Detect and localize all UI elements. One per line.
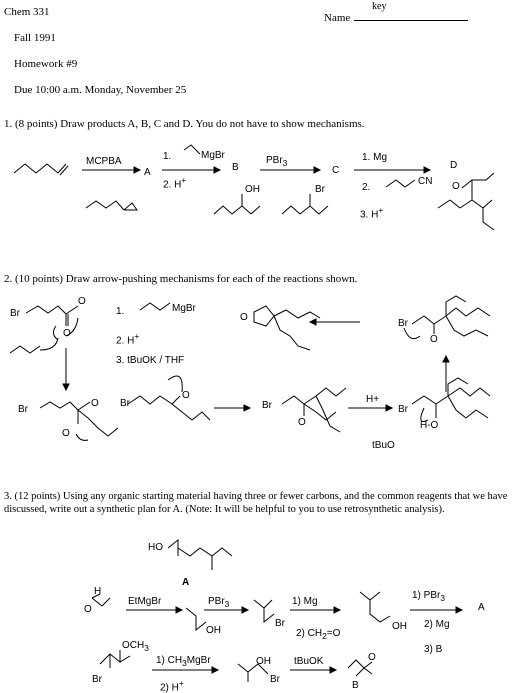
name-line xyxy=(354,20,468,21)
grignard-mgbr: MgBr xyxy=(201,150,225,161)
q2-mgbr: MgBr xyxy=(172,303,196,314)
o-d: O xyxy=(452,181,460,192)
hexene-chain xyxy=(13,163,59,174)
due-date: Due 10:00 a.m. Monday, November 25 xyxy=(14,84,187,96)
bromo-ester xyxy=(25,305,67,315)
q3-o-1: H xyxy=(94,586,102,597)
q2-o-6: O xyxy=(298,417,306,428)
mcpba-label: MCPBA xyxy=(86,156,122,167)
q3-o-ald: O xyxy=(84,604,92,615)
label-d: D xyxy=(450,160,458,171)
q2-h-plus: H+ xyxy=(366,394,380,405)
assignment-title: Homework #9 xyxy=(14,58,78,70)
q3-br-2: Br xyxy=(92,674,102,685)
pbr3-label: PBr3 xyxy=(266,155,288,168)
label-a: A xyxy=(144,167,151,178)
q3-och3: OCH3 xyxy=(122,640,149,653)
q2-o-4: O xyxy=(62,428,70,439)
step3-label: 3. H+ xyxy=(360,205,384,221)
alcohol-b xyxy=(213,205,261,215)
q3-o-epox: O xyxy=(368,652,376,663)
q2-br-5: Br xyxy=(398,404,408,415)
q3-tbuok: tBuOK xyxy=(294,656,324,667)
q2-br-3: Br xyxy=(120,398,130,409)
q2-o-2: O xyxy=(63,328,71,339)
thf-product xyxy=(253,305,275,327)
q3-target-label: A xyxy=(182,577,190,588)
q2-step2: 2. H+ xyxy=(116,331,140,347)
step2-label: 2. xyxy=(362,182,371,193)
q2-br-4: Br xyxy=(262,400,272,411)
term: Fall 1991 xyxy=(14,32,56,44)
br-c: Br xyxy=(315,184,325,195)
q2-o-5: O xyxy=(182,390,190,401)
key-label: key xyxy=(372,1,387,12)
q2-o-7: O xyxy=(430,334,438,345)
q3-ch2o: 2) CH2=O xyxy=(296,628,341,641)
q3-prompt: 3. (12 points) Using any organic startin… xyxy=(4,491,508,515)
q3-b-step: 3) B xyxy=(424,644,443,655)
q3-pbr3: PBr3 xyxy=(208,596,230,609)
cn-label: CN xyxy=(418,176,433,187)
label-c: C xyxy=(332,165,340,176)
q3-a: A xyxy=(478,602,485,613)
q2-step1: 1. xyxy=(116,306,125,317)
grignard-step1: 1. xyxy=(163,151,172,162)
q3-br-3: Br xyxy=(270,674,280,685)
q3-br-1: Br xyxy=(275,618,285,629)
q1-prompt: 1. (8 points) Draw products A, B, C and … xyxy=(4,118,365,130)
q3-mg: 1) Mg xyxy=(292,596,318,607)
q2-o-3: O xyxy=(91,398,99,409)
q2-o-thf: O xyxy=(240,312,248,323)
q3-etmgbr: EtMgBr xyxy=(128,596,162,607)
h-plus-label: 2. H+ xyxy=(163,175,187,191)
label-b: B xyxy=(232,162,239,173)
q3-mg-b: 2) Mg xyxy=(424,619,450,630)
q2-prompt: 2. (10 points) Draw arrow-pushing mechan… xyxy=(4,273,358,285)
bromide-c xyxy=(281,205,329,215)
q3-oh-2: OH xyxy=(392,621,407,632)
q3-h-plus: 2) H+ xyxy=(160,678,184,693)
epoxide-a xyxy=(85,200,125,211)
q2-br-1: Br xyxy=(10,308,20,319)
q3-b-label: B xyxy=(352,680,359,691)
q2-tbuo: tBuO xyxy=(372,440,395,451)
target-a xyxy=(167,538,179,556)
q3-oh-1: OH xyxy=(206,625,221,636)
q3-ho: HO xyxy=(148,542,163,553)
q2-br-6: Br xyxy=(398,318,408,329)
q3-oh-3: OH xyxy=(256,656,271,667)
q3-ch3mgbr: 1) CH3MgBr xyxy=(156,655,211,668)
course-title: Chem 331 xyxy=(4,6,50,18)
q2-o-1: O xyxy=(78,296,86,307)
q2-br-2: Br xyxy=(18,404,28,415)
name-label: Name xyxy=(324,12,351,24)
q2-ho: H-O xyxy=(420,420,439,431)
oh-b: OH xyxy=(245,184,260,195)
q3-pbr3-b: 1) PBr3 xyxy=(412,590,445,603)
ketone-d xyxy=(461,172,495,189)
q2-step3: 3. tBuOK / THF xyxy=(116,355,185,366)
mg-label: 1. Mg xyxy=(362,152,388,163)
